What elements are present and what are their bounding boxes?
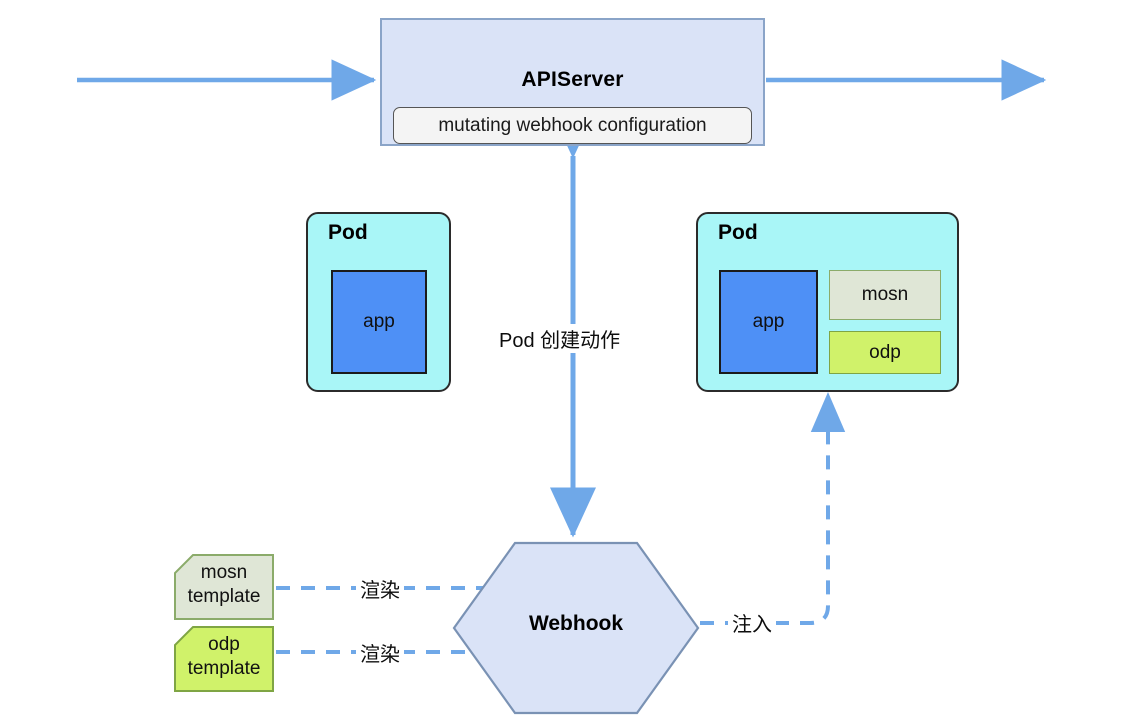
edge-label-render-odp: 渲染 — [356, 638, 404, 667]
odp-template-line2: template — [187, 658, 261, 679]
container-odp: odp — [829, 331, 941, 374]
edge-label-pod-create: Pod 创建动作 — [495, 324, 625, 353]
mosn-template-line2: template — [187, 586, 261, 607]
webhook-label: Webhook — [528, 612, 624, 635]
edge-label-render-mosn: 渲染 — [356, 574, 404, 603]
mutating-webhook-configuration-box: mutating webhook configuration — [393, 107, 752, 144]
odp-template-line1: odp — [208, 634, 240, 655]
container-mosn: mosn — [829, 270, 941, 320]
apiserver-title: APIServer — [521, 68, 624, 91]
pod-right-label: Pod — [718, 221, 758, 244]
mosn-template-label: mosn template — [175, 561, 273, 609]
mosn-template-line1: mosn — [200, 562, 248, 583]
container-app-right: app — [719, 270, 818, 374]
container-app-left: app — [331, 270, 427, 374]
dashed-inject — [700, 392, 846, 625]
pod-left-label: Pod — [328, 221, 368, 244]
edge-label-inject: 注入 — [728, 608, 776, 637]
odp-template-label: odp template — [175, 633, 273, 681]
